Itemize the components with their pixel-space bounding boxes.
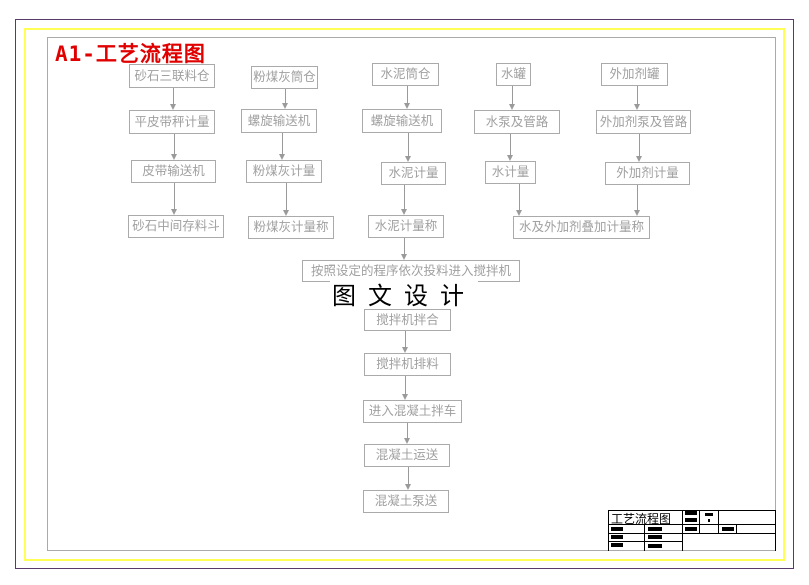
connector [519,184,520,210]
node-cement-silo: 水泥筒仓 [372,63,439,86]
connector [174,183,175,209]
connector [286,183,287,210]
node-aggregate-hopper: 砂石中间存料斗 [128,215,224,238]
node-mixer-truck: 进入混凝土拌车 [363,400,462,423]
node-belt-conveyor: 皮带输送机 [131,160,216,183]
node-pumping: 混凝土泵送 [363,490,449,513]
node-transport: 混凝土运送 [364,444,450,467]
node-discharge: 搅拌机排料 [364,353,451,376]
node-water-metering: 水计量 [485,161,536,184]
node-admixture-metering: 外加剂计量 [605,162,690,185]
connector [174,134,175,154]
node-water-tank: 水罐 [496,63,531,86]
node-flyash-scale: 粉煤灰计量称 [248,216,334,239]
arrow-icon [405,156,411,162]
arrow-icon [171,154,177,160]
connector [510,134,511,155]
node-belt-scale: 平皮带秤计量 [129,110,215,134]
diagram-title: A1-工艺流程图 [55,42,206,66]
arrow-icon [171,209,177,215]
arrow-icon [634,104,640,110]
node-flyash-silo: 粉煤灰筒仓 [251,66,318,89]
connector [639,134,640,156]
arrow-icon [279,154,285,160]
connector [637,86,638,104]
arrow-icon [405,484,411,490]
title-block-drawing-name: 工艺流程图 [611,512,672,526]
drawing-frame-outer [15,19,794,569]
connector [407,86,408,103]
connector [637,185,638,210]
node-flyash-metering: 粉煤灰计量 [246,160,322,183]
connector [285,89,286,103]
arrow-icon [283,210,289,216]
arrow-icon [282,103,288,109]
watermark-text: 图文设计 [330,276,478,311]
connector [404,185,405,209]
node-aggregate-bin: 砂石三联料仓 [129,64,215,88]
arrow-icon [636,156,642,162]
title-block: 工艺流程图 [608,510,776,551]
connector [405,331,406,347]
connector [512,86,513,104]
drawing-frame-yellow [24,28,785,561]
node-water-pump: 水泵及管路 [474,110,560,134]
node-mixing: 搅拌机拌合 [364,309,451,331]
arrow-icon [634,210,640,216]
arrow-icon [401,254,407,260]
connector [408,467,409,484]
arrow-icon [516,210,522,216]
node-cement-scale: 水泥计量称 [368,215,444,238]
arrow-icon [401,209,407,215]
node-cement-screw-conveyor: 螺旋输送机 [362,109,442,133]
arrow-icon [170,104,176,110]
arrow-icon [404,103,410,109]
node-admixture-tank: 外加剂罐 [601,63,668,86]
node-cement-metering: 水泥计量 [381,162,446,185]
arrow-icon [402,347,408,353]
drawing-frame-inner [47,37,776,551]
connector [405,376,406,394]
node-water-admixture-scale: 水及外加剂叠加计量称 [513,216,650,239]
arrow-icon [509,104,515,110]
node-flyash-screw-conveyor: 螺旋输送机 [241,109,317,133]
connector [407,423,408,438]
node-admixture-pump: 外加剂泵及管路 [596,110,691,134]
connector [404,238,405,254]
connector [408,133,409,156]
arrow-icon [404,438,410,444]
arrow-icon [507,155,513,161]
connector [282,133,283,154]
arrow-icon [402,394,408,400]
connector [173,88,174,104]
